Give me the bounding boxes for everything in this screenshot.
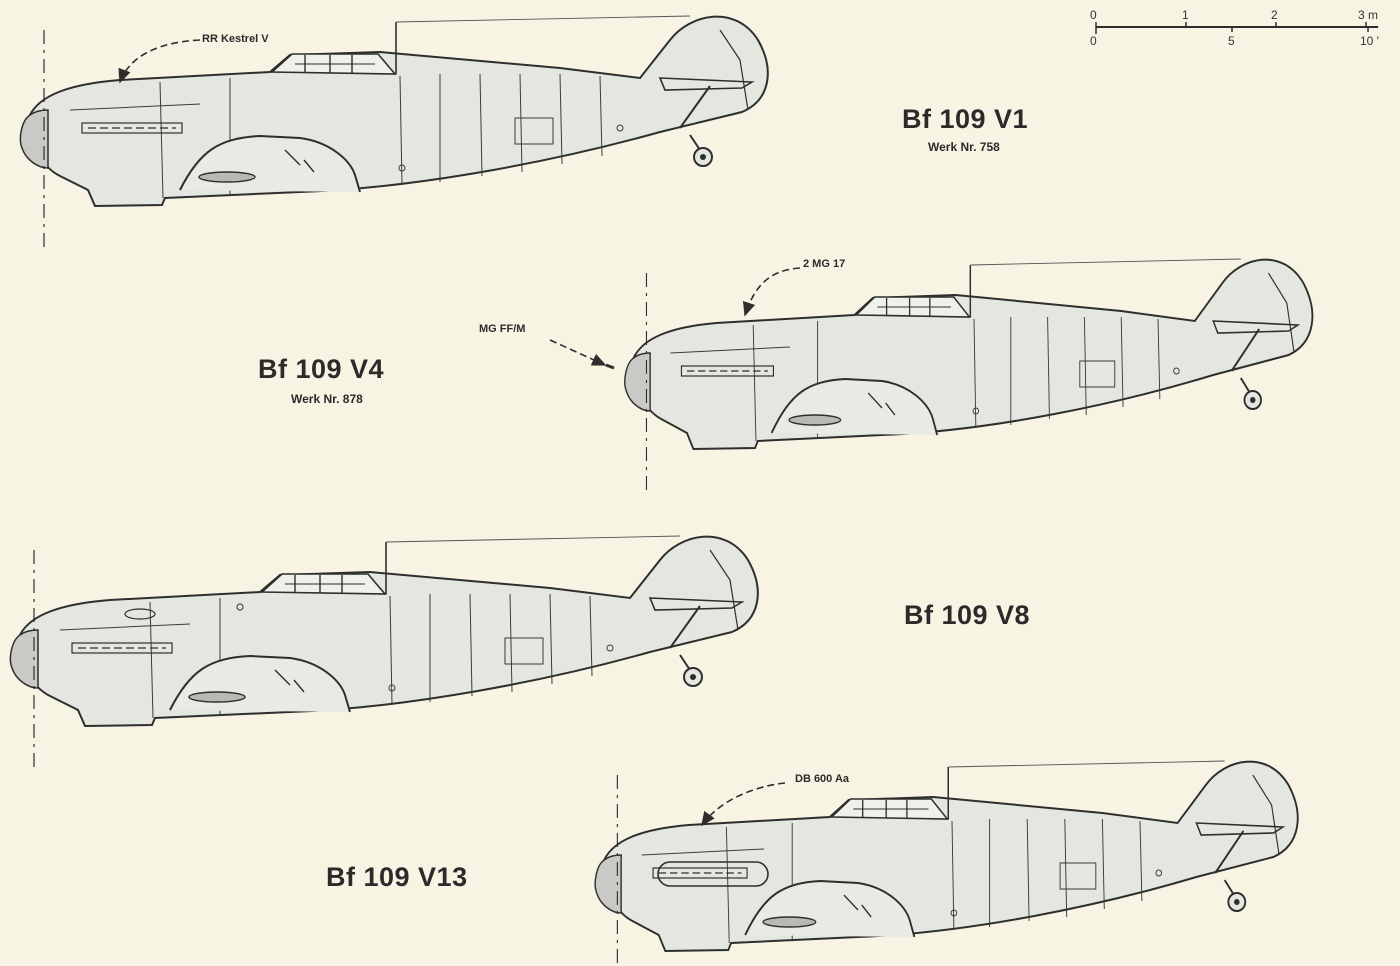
v8-title: Bf 109 V8 (904, 600, 1031, 630)
v1-title: Bf 109 V1 (902, 104, 1029, 134)
v13-title: Bf 109 V13 (326, 862, 468, 892)
aircraft-v4-profile (549, 258, 1314, 494)
v1-werk-number: Werk Nr. 758 (928, 140, 1000, 154)
v1-callout-engine: RR Kestrel V (202, 33, 269, 45)
scale-metric-1: 1 (1182, 8, 1189, 22)
scale-metric-3: 3 m (1358, 8, 1379, 22)
v4-callout-mg17: 2 MG 17 (803, 258, 846, 270)
scale-imperial-10: 10 ' (1360, 34, 1379, 48)
scale-imperial-5: 5 (1228, 34, 1235, 48)
scale-metric-2: 2 (1271, 8, 1278, 22)
v4-werk-number: Werk Nr. 878 (291, 392, 363, 406)
v13-callout-engine: DB 600 Aa (795, 773, 850, 785)
scale-bar (1095, 22, 1378, 34)
aircraft-v13-profile (594, 760, 1299, 966)
scale-imperial-0: 0 (1090, 34, 1097, 48)
v4-callout-mgff: MG FF/M (479, 323, 526, 335)
scale-metric-0: 0 (1090, 8, 1097, 22)
v4-title: Bf 109 V4 (258, 354, 385, 384)
aircraft-v1-profile (19, 15, 769, 251)
aircraft-v8-profile (9, 535, 759, 771)
